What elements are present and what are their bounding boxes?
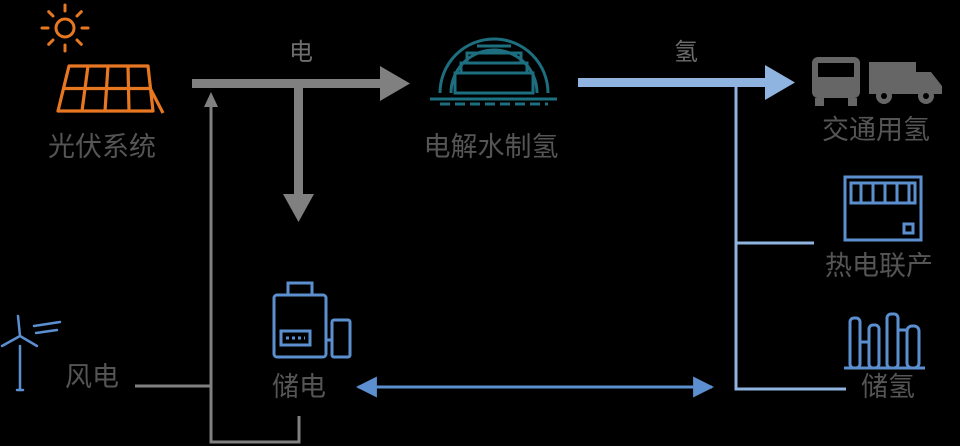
hydrogen-main-arrowhead bbox=[765, 65, 795, 100]
node-label-wind: 风电 bbox=[65, 362, 119, 393]
feedback-arrowhead bbox=[204, 92, 218, 107]
electricity-main-line bbox=[192, 79, 382, 88]
hydrogen-distribution-line bbox=[734, 87, 846, 391]
electricity-to-battery-line bbox=[294, 86, 303, 196]
electrolyzer-dome-icon bbox=[430, 37, 557, 106]
electricity-to-battery-arrowhead bbox=[283, 194, 314, 222]
electricity-main-arrowhead bbox=[380, 66, 410, 101]
node-label-chp: 热电联产 bbox=[825, 251, 933, 282]
sun-icon bbox=[40, 3, 90, 53]
bus-and-truck-icon bbox=[812, 57, 942, 106]
node-label-hydrogen-storage: 储氢 bbox=[861, 372, 915, 403]
battery-feedback-line bbox=[209, 105, 301, 444]
chp-unit-icon bbox=[843, 175, 923, 242]
flow-label-electricity: 电 bbox=[289, 38, 313, 66]
hydrogen-flows bbox=[578, 65, 846, 391]
flow-label-hydrogen: 氢 bbox=[674, 38, 698, 66]
node-label-transport: 交通用氢 bbox=[822, 115, 930, 146]
electricity-flows bbox=[135, 66, 410, 444]
hydrogen-main-line bbox=[578, 78, 768, 87]
node-label-battery: 储电 bbox=[272, 372, 326, 403]
hydrogen-tanks-icon bbox=[844, 312, 925, 370]
wind-turbine-icon bbox=[0, 314, 62, 392]
node-label-solar: 光伏系统 bbox=[48, 132, 156, 163]
battery-storage-icon bbox=[272, 281, 352, 359]
solar-panel-icon bbox=[56, 64, 165, 114]
node-label-electrolysis: 电解水制氢 bbox=[424, 132, 559, 163]
